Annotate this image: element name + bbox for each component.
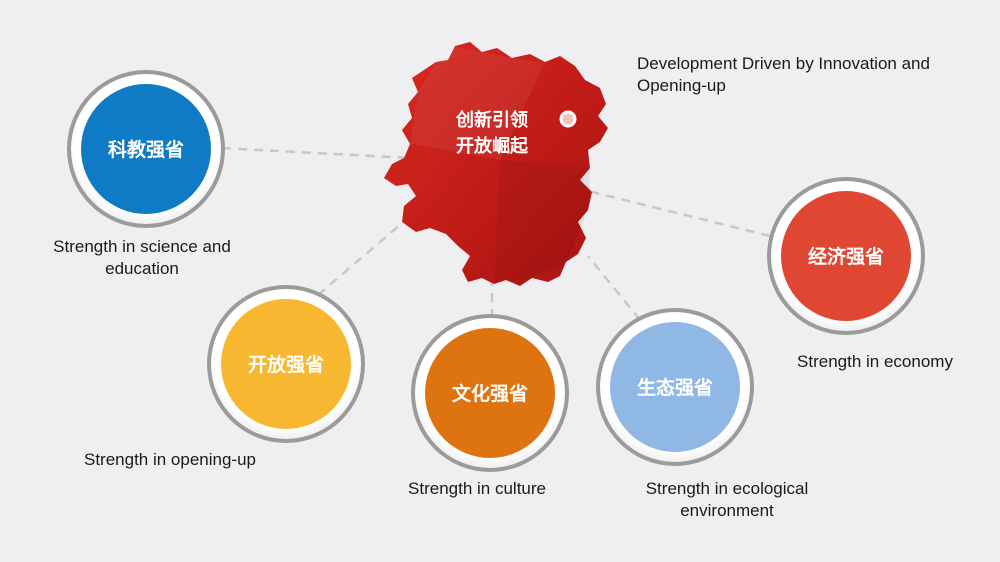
- node-disc: [81, 84, 211, 214]
- caption-culture: Strength in culture: [408, 479, 546, 498]
- node-disc: [610, 322, 740, 452]
- node-economy: 经济强省: [767, 177, 925, 335]
- province-map-facet: [410, 46, 545, 160]
- province-map: 创新引领 开放崛起: [384, 42, 608, 286]
- node-label-opening-up: 开放强省: [248, 353, 324, 376]
- center-title-line1: 创新引领: [455, 109, 528, 131]
- node-label-science-education: 科教强省: [108, 138, 184, 161]
- node-label-ecology: 生态强省: [637, 376, 713, 399]
- node-disc: [781, 191, 911, 321]
- capital-marker-icon: [559, 110, 577, 128]
- connector-science-education: [221, 146, 411, 160]
- connector-opening-up: [317, 217, 409, 296]
- node-ecology: 生态强省: [596, 308, 754, 466]
- node-disc: [425, 328, 555, 458]
- caption-economy: Strength in economy: [797, 352, 953, 371]
- node-science-education: 科教强省: [67, 70, 225, 228]
- node-label-culture: 文化强省: [452, 382, 528, 405]
- connectors: [221, 146, 771, 321]
- caption-ecology: Strength in ecological environment: [645, 479, 809, 520]
- connector-economy: [591, 190, 771, 238]
- province-map-shape: [384, 42, 608, 286]
- province-map-facet-dark: [494, 160, 590, 284]
- node-opening-up: 开放强省: [207, 285, 365, 443]
- connector-ecology: [587, 255, 641, 321]
- caption-opening-up: Strength in opening-up: [83, 450, 257, 469]
- node-culture: 文化强省: [411, 314, 569, 472]
- center-title-line2: 开放崛起: [456, 135, 529, 157]
- node-disc: [221, 299, 351, 429]
- caption-science-education: Strength in science and education: [53, 237, 231, 278]
- node-label-economy: 经济强省: [808, 245, 884, 268]
- center-caption: Development Driven by Innovation and Ope…: [637, 54, 930, 95]
